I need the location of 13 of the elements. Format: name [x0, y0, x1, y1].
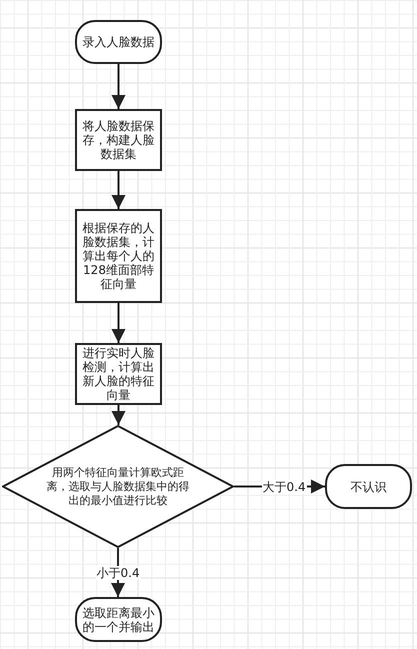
terminal-box: 选取距离最小的一个并输出	[75, 597, 162, 642]
process-box: 根据保存的人脸数据集，计算出每个人的128维面部特征向量	[75, 209, 162, 303]
edge-label: 小于0.4	[96, 566, 141, 580]
decision-diamond: 用两个特征向量计算欧式距离，选取与人脸数据集中的得出的最小值进行比较	[2, 425, 234, 548]
process-box: 进行实时人脸检测，计算出新人脸的特征向量	[75, 343, 162, 405]
arrow	[112, 405, 126, 425]
arrow	[112, 171, 126, 209]
terminal-box: 不认识	[325, 464, 412, 509]
terminal-box: 录入人脸数据	[75, 20, 162, 64]
arrow	[112, 64, 126, 109]
edge-label: 大于0.4	[262, 480, 307, 494]
arrow	[112, 303, 126, 343]
process-box: 将人脸数据保存，构建人脸数据集	[75, 109, 162, 171]
